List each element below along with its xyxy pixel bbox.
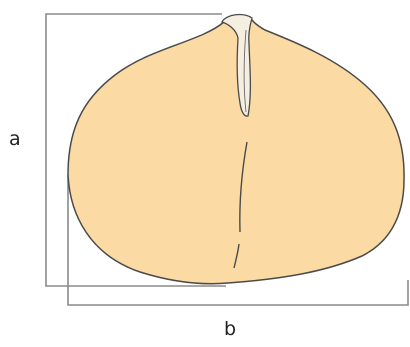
- dimension-box-b: [67, 175, 409, 306]
- hilum-groove: [243, 29, 247, 113]
- dimension-label-a: a: [9, 128, 21, 150]
- dimension-label-b: b: [224, 318, 237, 340]
- dimension-box-a: [45, 13, 226, 287]
- seed-suture: [239, 141, 248, 233]
- seed-suture-dash: [233, 243, 240, 269]
- seed-body: [67, 14, 405, 285]
